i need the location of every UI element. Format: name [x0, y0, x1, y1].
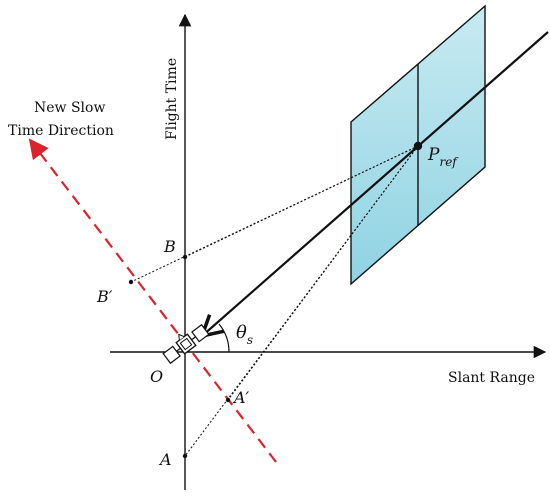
pref-label: Pref — [427, 145, 459, 169]
line-of-sight — [199, 31, 549, 339]
flight-time-label: Flight Time — [164, 58, 180, 140]
new-slow-time-direction — [28, 138, 277, 463]
projection-lines — [130, 145, 419, 457]
new-slow-time-label-line2: Time Direction — [8, 123, 114, 139]
theta-label: θs — [236, 322, 253, 347]
point-a-dot — [182, 453, 188, 459]
pref-subscript: ref — [439, 155, 459, 169]
point-pref — [413, 141, 423, 151]
point-b-prime-label: B′ — [96, 287, 113, 306]
line-pref-to-a-prime — [227, 145, 419, 401]
satellite-icon — [162, 323, 210, 365]
angle-arc — [218, 323, 230, 353]
point-a-prime-label: A′ — [232, 388, 250, 407]
theta-symbol: θ — [236, 322, 247, 343]
theta-subscript: s — [247, 333, 253, 347]
point-b-dot — [182, 254, 188, 260]
pref-symbol: P — [427, 145, 440, 165]
point-a-label: A — [158, 450, 172, 469]
point-b-label: B — [163, 237, 176, 256]
line-pref-to-b-prime — [130, 145, 419, 283]
slant-range-label: Slant Range — [448, 370, 535, 386]
point-b-prime-dot — [128, 279, 134, 285]
new-slow-time-label-line1: New Slow — [34, 100, 105, 116]
origin-label: O — [150, 367, 163, 386]
point-a-prime-dot — [225, 397, 231, 403]
